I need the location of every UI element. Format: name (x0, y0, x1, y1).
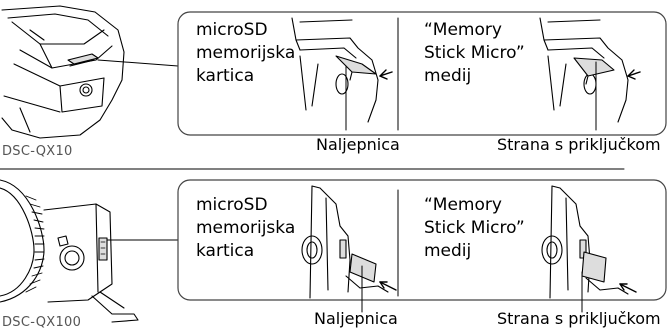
qx100-microsd-label: microSD memorijska kartica (196, 194, 295, 263)
qx100-terminal-callout: Strana s priključkom (497, 309, 661, 328)
qx100-label-callout: Naljepnica (314, 309, 398, 328)
qx10-memstick-label: “Memory Stick Micro” medij (424, 19, 525, 88)
qx100-microsd-line-1: microSD (196, 195, 268, 215)
qx10-microsd-line-3: kartica (196, 66, 255, 86)
qx100-panel-frame (177, 179, 667, 301)
qx10-label-callout: Naljepnica (316, 135, 400, 154)
qx100-memstick-label: “Memory Stick Micro” medij (424, 194, 525, 263)
qx100-memstick-illustration (541, 185, 637, 299)
qx10-camera-drawing (1, 5, 125, 139)
qx10-leader-line (97, 59, 179, 67)
qx100-camera-drawing (0, 179, 139, 323)
qx10-microsd-line-1: microSD (196, 20, 268, 40)
qx10-microsd-line-2: memorijska (196, 43, 296, 63)
qx10-terminal-callout: Strana s priključkom (497, 135, 661, 154)
qx10-panel-frame (177, 11, 667, 136)
qx100-memstick-line-1: “Memory (424, 195, 502, 215)
qx100-microsd-line-3: kartica (196, 241, 255, 261)
qx100-microsd-illustration (301, 185, 397, 299)
qx10-memstick-line-2: Stick Micro” (424, 43, 525, 63)
qx100-microsd-line-2: memorijska (196, 218, 296, 238)
qx100-memstick-line-3: medij (424, 241, 472, 261)
qx10-memstick-line-1: “Memory (424, 20, 502, 40)
qx100-memstick-line-2: Stick Micro” (424, 218, 525, 238)
qx10-microsd-label: microSD memorijska kartica (196, 19, 295, 88)
qx10-model-name: DSC-QX10 (2, 144, 73, 159)
qx10-memstick-line-3: medij (424, 66, 472, 86)
qx100-model-name: DSC-QX100 (2, 315, 82, 330)
qx10-microsd-illustration (291, 17, 393, 123)
qx10-memstick-illustration (539, 17, 641, 123)
